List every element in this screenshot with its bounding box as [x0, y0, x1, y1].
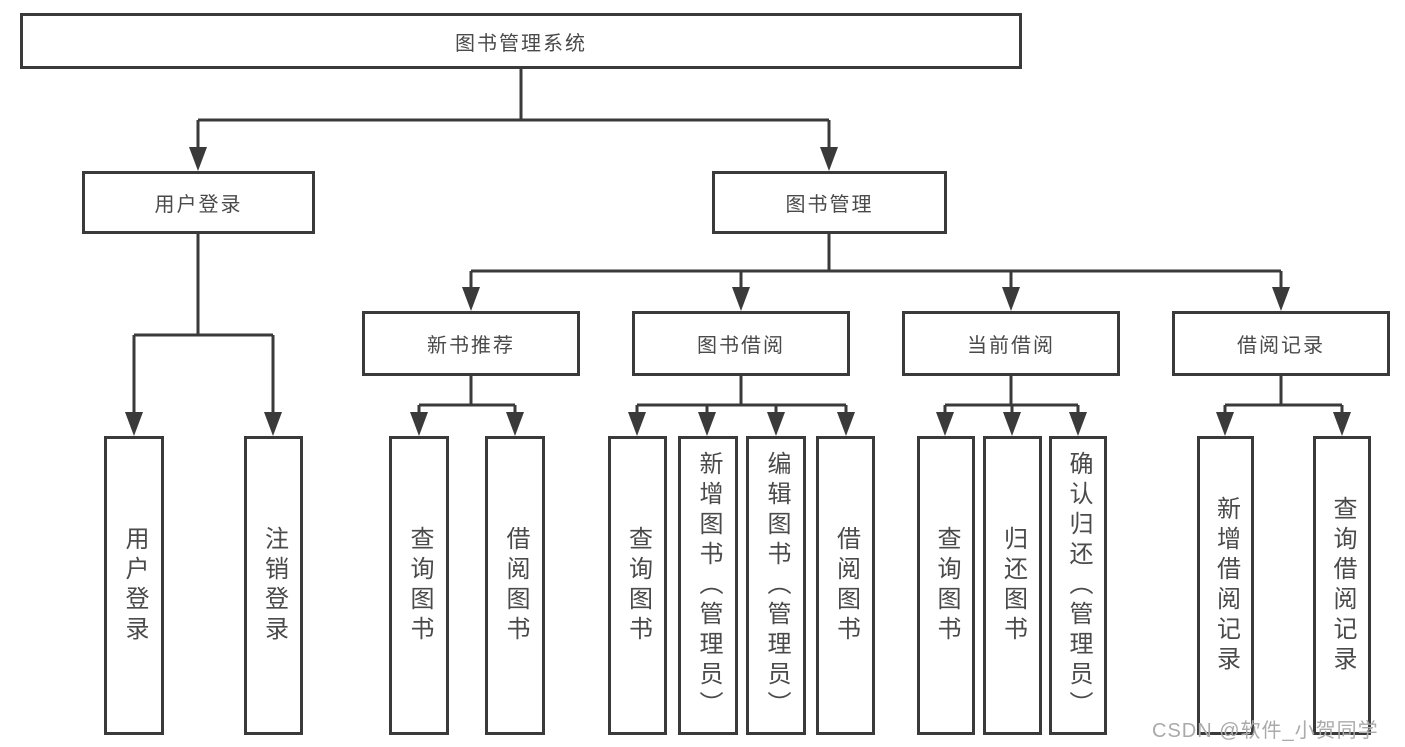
- arrowhead: [936, 412, 954, 436]
- node-label: 注销登录: [260, 525, 288, 646]
- leaf-query-borrow-record: 查询借阅记录: [1313, 436, 1371, 735]
- node-label: 借阅图书: [502, 525, 529, 646]
- node-new-book-recommend: 新书推荐: [362, 311, 580, 376]
- node-label: 借阅图书: [832, 525, 860, 646]
- arrowhead: [410, 412, 428, 436]
- arrowhead: [820, 147, 838, 171]
- node-book-borrow: 图书借阅: [632, 311, 850, 376]
- node-label: 图书管理系统: [455, 32, 587, 55]
- arrowhead: [462, 287, 480, 311]
- leaf-add-borrow-record: 新增借阅记录: [1197, 436, 1254, 735]
- arrowhead: [837, 412, 855, 436]
- leaf-return-books: 归还图书: [983, 436, 1042, 735]
- node-label: 用户登录: [154, 194, 243, 216]
- node-label: 查询图书: [933, 525, 960, 646]
- connector-lines: [132, 69, 1344, 418]
- leaf-confirm-return-admin: 确认归还（管理员）: [1049, 436, 1107, 735]
- arrowhead: [125, 412, 143, 436]
- leaf-borrow-books-2: 借阅图书: [816, 436, 875, 735]
- arrowhead: [506, 412, 524, 436]
- node-label: 新增借阅记录: [1212, 495, 1240, 676]
- leaf-edit-books-admin: 编辑图书（管理员）: [746, 436, 806, 735]
- csdn-watermark: CSDN @软件_小贺同学: [1152, 720, 1379, 742]
- node-book-management: 图书管理: [712, 171, 947, 234]
- leaf-add-books-admin: 新增图书（管理员）: [678, 436, 738, 735]
- arrowhead: [1333, 412, 1351, 436]
- node-label: 图书借阅: [697, 335, 785, 357]
- node-label: 当前借阅: [967, 335, 1055, 357]
- leaf-borrow-books-1: 借阅图书: [485, 436, 545, 735]
- node-label: 编辑图书（管理员）: [763, 450, 790, 721]
- leaf-user-login: 用户登录: [104, 436, 164, 735]
- leaf-query-books-1: 查询图书: [389, 436, 449, 735]
- node-label: 用户登录: [121, 525, 148, 646]
- node-label: 归还图书: [999, 525, 1027, 646]
- node-label: 新书推荐: [427, 335, 515, 357]
- arrowhead: [1069, 412, 1087, 436]
- arrowhead: [698, 412, 716, 436]
- node-label: 查询图书: [406, 525, 433, 646]
- node-current-borrow: 当前借阅: [902, 311, 1120, 376]
- node-root: 图书管理系统: [20, 13, 1022, 69]
- arrowheads: [125, 147, 1351, 436]
- arrowhead: [1216, 412, 1234, 436]
- node-user-login: 用户登录: [82, 171, 315, 234]
- node-borrow-records: 借阅记录: [1172, 311, 1390, 376]
- node-label: 新增图书（管理员）: [695, 450, 722, 721]
- arrowhead: [1003, 412, 1021, 436]
- arrowhead: [1272, 287, 1290, 311]
- node-label: 借阅记录: [1237, 335, 1325, 357]
- leaf-logout: 注销登录: [244, 436, 303, 735]
- node-label: 查询借阅记录: [1329, 495, 1356, 676]
- arrowhead: [189, 147, 207, 171]
- node-label: 图书管理: [785, 194, 874, 216]
- leaf-query-books-2: 查询图书: [608, 436, 667, 735]
- arrowhead: [264, 412, 282, 436]
- arrowhead: [628, 412, 646, 436]
- arrowhead: [732, 287, 750, 311]
- leaf-query-books-3: 查询图书: [917, 436, 975, 735]
- node-label: 查询图书: [624, 525, 652, 646]
- arrowhead: [1002, 287, 1020, 311]
- node-label: 确认归还（管理员）: [1065, 450, 1092, 721]
- arrowhead: [767, 412, 785, 436]
